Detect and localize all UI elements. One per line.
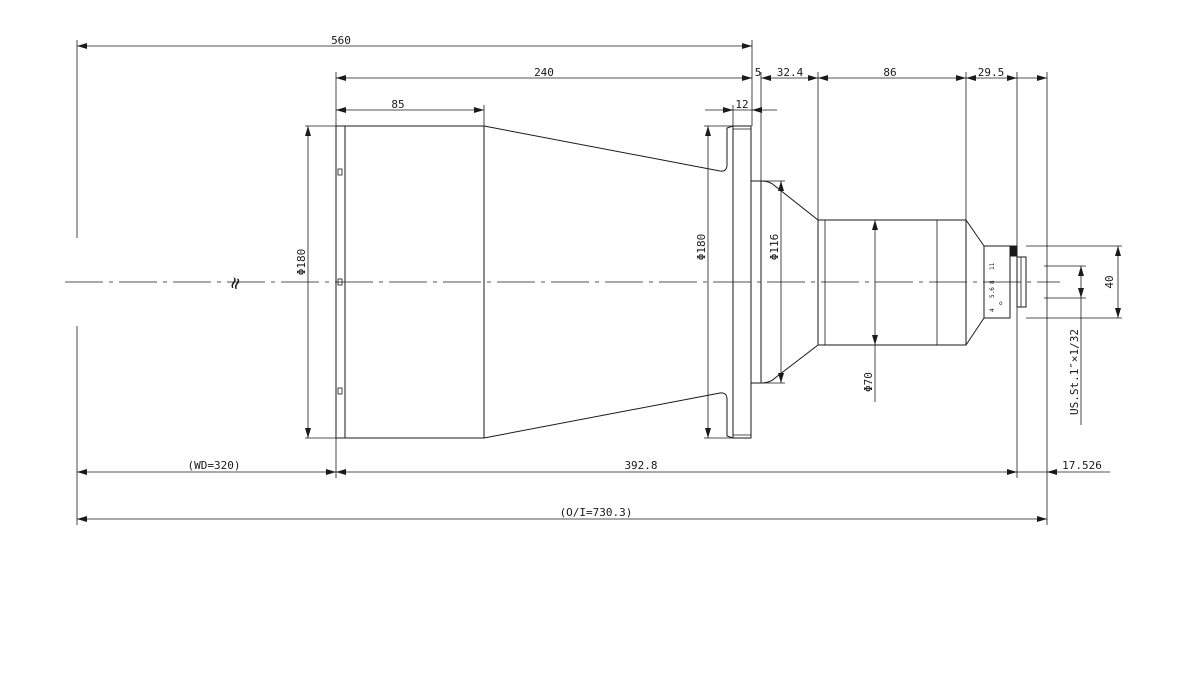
ring-knob: [1009, 245, 1018, 257]
dim-label-barrel-dia: Φ70: [862, 372, 875, 392]
dim-label-86: 86: [883, 66, 896, 79]
dim-label-29-5: 29.5: [978, 66, 1005, 79]
dim-label-flange-dia: Φ180: [695, 234, 708, 261]
dim-label-240: 240: [534, 66, 554, 79]
plate-tab-top: [337, 168, 343, 176]
dim-label-mount-40: 40: [1103, 275, 1116, 288]
dim-label-85: 85: [391, 98, 404, 111]
dim-label-12: 12: [735, 98, 748, 111]
lens-outline: 4 5.6 8 11 o: [335, 125, 1027, 439]
ring-mark-4: 11: [989, 262, 996, 270]
middle-barrel: [817, 219, 967, 346]
dim-label-oi: (O/I=730.3): [560, 506, 633, 519]
dim-label-thread: US.St.1″×1/32: [1068, 329, 1081, 415]
extension-lines: [76, 40, 1122, 525]
dim-label-wd: (WD=320): [188, 459, 241, 472]
plate-tab-mid: [337, 278, 343, 286]
dim-label-560: 560: [331, 34, 351, 47]
ring-mark-5: o: [999, 300, 1003, 307]
dim-label-5: 5: [755, 66, 762, 79]
axis-break-symbol: ≈: [221, 274, 247, 292]
dim-label-392-8: 392.8: [624, 459, 657, 472]
rear-taper: [965, 219, 985, 346]
taper-bottom: [483, 392, 734, 439]
horizontal-dimensions: 560 240 85 12 5 32.4 86 29.5 (WD=320) 39…: [77, 34, 1110, 522]
aperture-ring: [983, 245, 1011, 319]
front-barrel: [345, 125, 485, 439]
dim-label-32-4: 32.4: [777, 66, 804, 79]
dim-label-17-526: 17.526: [1062, 459, 1102, 472]
ring-mark-3: 8: [989, 280, 996, 284]
dim-label-front-dia: Φ180: [295, 249, 308, 276]
plate-tab-bottom: [337, 387, 343, 395]
ring-mark-1: 4: [989, 308, 996, 312]
flange-gap: [750, 180, 762, 384]
front-plate: [335, 125, 346, 439]
dim-label-cone-dia: Φ116: [768, 234, 781, 261]
taper-top: [483, 125, 734, 172]
vertical-dimensions: Φ180 Φ180 Φ116 Φ70 40 US.St.1″×1/32: [295, 126, 1121, 438]
ring-mark-2: 5.6: [989, 287, 996, 298]
